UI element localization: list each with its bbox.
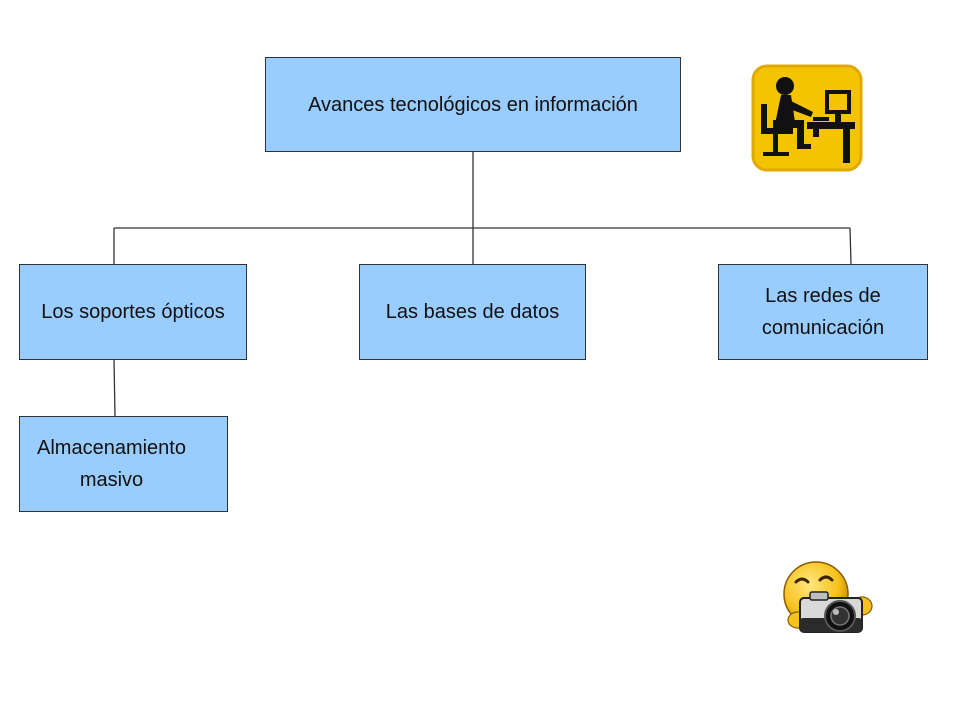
- child-node-redes-de-comunicacion: Las redes de comunicación: [718, 264, 928, 360]
- child-node-redes-de-comunicacion-label: Las redes de comunicación: [761, 285, 885, 339]
- child1-to-grandchild1: [113, 358, 116, 417]
- smiley-with-camera-icon: [783, 561, 873, 633]
- person-at-computer-icon: [751, 64, 863, 172]
- child-node-soportes-opticos-label: Los soportes ópticos: [41, 301, 225, 323]
- child-node-soportes-opticos: Los soportes ópticos: [19, 264, 247, 360]
- drop-child3: [849, 227, 852, 265]
- child-node-bases-de-datos: Las bases de datos: [359, 264, 586, 360]
- grandchild-node-almacenamiento-masivo-label: Almacenamiento masivo: [37, 437, 186, 491]
- child-node-bases-de-datos-label: Las bases de datos: [385, 301, 560, 323]
- root-node: Avances tecnológicos en información: [265, 57, 681, 152]
- root-node-label: Avances tecnológicos en información: [308, 93, 638, 116]
- grandchild-node-almacenamiento-masivo: Almacenamiento masivo: [19, 416, 228, 512]
